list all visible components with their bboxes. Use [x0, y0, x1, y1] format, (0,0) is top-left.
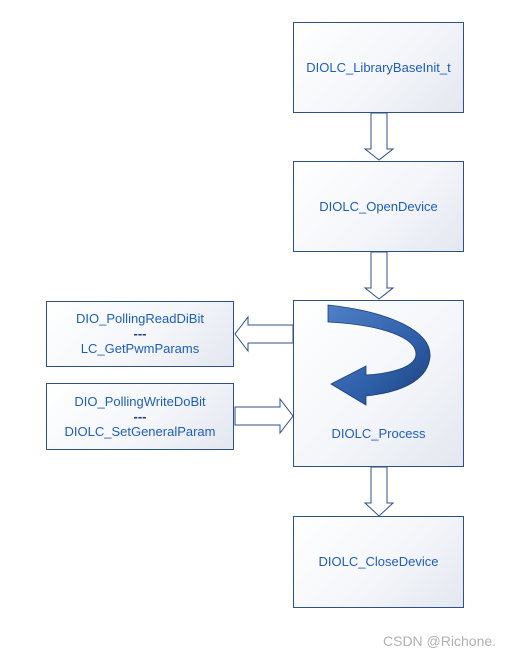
arrow-write-to-process	[234, 397, 294, 435]
open-device-label: DIOLC_OpenDevice	[319, 198, 438, 214]
open-device-box: DIOLC_OpenDevice	[293, 161, 464, 252]
read-function-bottom: LC_GetPwmParams	[80, 341, 200, 356]
arrow-process-to-read	[234, 315, 294, 353]
process-box: DIOLC_Process	[293, 300, 464, 467]
write-function-bottom: DIOLC_SetGeneralParam	[64, 423, 216, 439]
library-base-init-box: DIOLC_LibraryBaseInit_t	[293, 22, 464, 113]
read-function-top: DIO_PollingReadDiBit	[76, 311, 204, 326]
close-device-box: DIOLC_CloseDevice	[293, 516, 464, 608]
write-function-top: DIO_PollingWriteDoBit	[74, 393, 206, 409]
close-device-label: DIOLC_CloseDevice	[318, 554, 439, 569]
arrow-open-to-process	[363, 251, 395, 300]
library-base-init-label: DIOLC_LibraryBaseInit_t	[306, 59, 451, 75]
write-functions-box: DIO_PollingWriteDoBit --- DIOLC_SetGener…	[46, 383, 234, 450]
watermark-text: CSDN @Richone.	[383, 633, 497, 649]
arrow-init-to-open	[363, 112, 395, 161]
read-function-separator: ---	[133, 326, 147, 341]
arrow-process-to-close	[363, 466, 395, 517]
write-function-separator: ---	[133, 408, 147, 424]
process-label: DIOLC_Process	[331, 426, 426, 441]
read-functions-box: DIO_PollingReadDiBit --- LC_GetPwmParams	[46, 301, 234, 367]
